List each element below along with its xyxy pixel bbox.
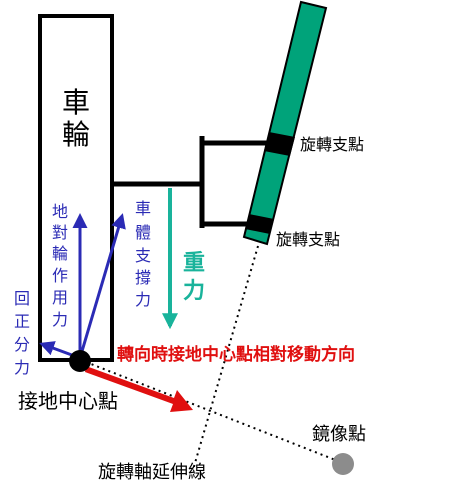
contact-center-label: 接地中心點 (18, 389, 118, 413)
ground-reaction-label: 地 對 輪 作 用 力 (52, 202, 68, 329)
body-support-char-1: 車 (135, 199, 151, 218)
ground-reaction-char-4: 作 (52, 266, 68, 285)
body-support-char-3: 支 (135, 246, 151, 265)
wheel-body (38, 14, 114, 362)
body-support-char-5: 力 (135, 290, 151, 309)
upper-pivot-joint (264, 132, 295, 156)
body-support-char-2: 體 (135, 223, 151, 242)
motion-direction-arrow (85, 366, 193, 412)
restoring-char-2: 正 (14, 312, 30, 331)
ground-reaction-char-5: 用 (52, 288, 68, 307)
restoring-char-3: 分 (14, 335, 30, 354)
lower-pivot-label: 旋轉支點 (276, 230, 340, 249)
restoring-label: 回 正 分 力 (14, 289, 30, 377)
wheel-label-2: 輪 (62, 118, 90, 151)
ground-reaction-char-6: 力 (52, 310, 68, 329)
ground-dotted-line (85, 361, 344, 464)
ground-reaction-char-3: 輪 (52, 244, 68, 263)
mirror-point-label: 鏡像點 (312, 424, 366, 445)
body-support-char-4: 撐 (135, 268, 151, 287)
mirror-point-marker (332, 453, 354, 475)
motion-direction-label: 轉向時接地中心點相對移動方向 (117, 344, 355, 365)
body-support-arrow (78, 213, 126, 359)
contact-center-point (69, 350, 91, 372)
gravity-char-1: 重 (183, 251, 205, 276)
ground-reaction-char-1: 地 (52, 202, 68, 221)
ground-reaction-char-2: 對 (52, 223, 68, 242)
kingpin-bar (242, 0, 328, 246)
upper-pivot-label: 旋轉支點 (300, 135, 364, 154)
lower-pivot-joint (245, 214, 274, 234)
body-support-label: 車 體 支 撐 力 (135, 199, 151, 309)
gravity-label: 重 力 (183, 251, 205, 304)
axis-extension-label: 旋轉軸延伸線 (98, 462, 206, 483)
wheel-label-1: 車 (62, 86, 90, 119)
gravity-char-2: 力 (183, 279, 205, 304)
restoring-char-1: 回 (14, 289, 30, 308)
restoring-char-4: 力 (14, 358, 30, 377)
